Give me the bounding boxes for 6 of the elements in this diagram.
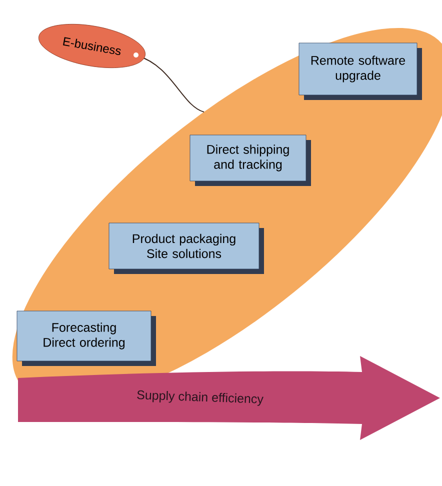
text-box: Direct shipping and tracking: [190, 134, 311, 186]
text-box: Product packaging Site solutions: [108, 222, 264, 274]
text-box: Forecasting Direct ordering: [16, 310, 156, 366]
text-box: Remote software upgrade: [298, 42, 422, 100]
arrow-band: Supply chain efficiency: [18, 356, 440, 440]
tag: E-business: [38, 24, 204, 112]
